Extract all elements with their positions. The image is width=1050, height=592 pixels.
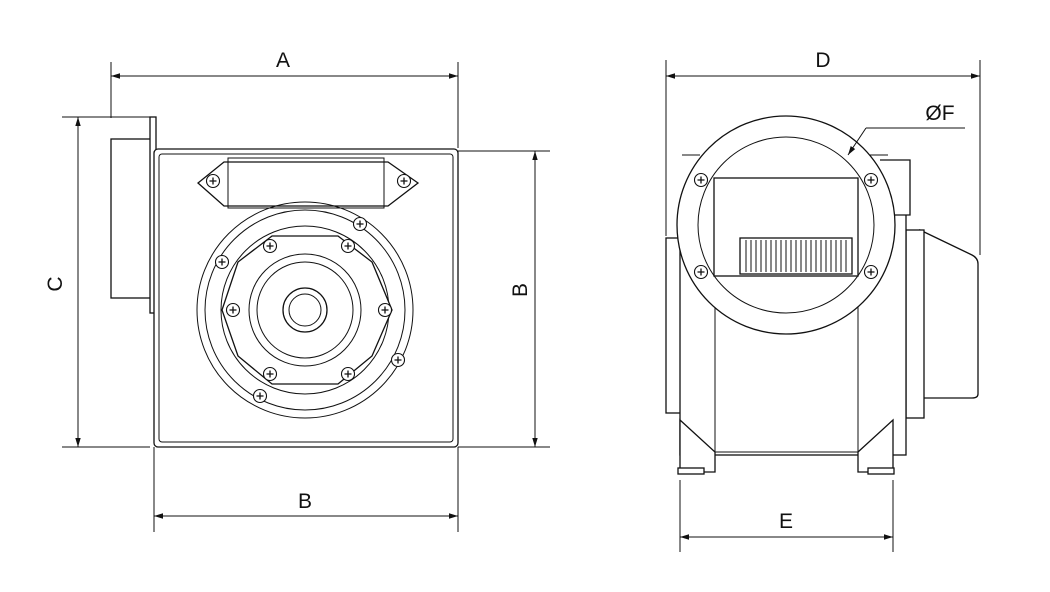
shaft (288, 293, 322, 327)
flange-screw (863, 172, 879, 188)
motor-screw (377, 302, 393, 318)
flange-screw (693, 172, 709, 188)
side-view (665, 115, 979, 475)
nameplate-inner (227, 157, 385, 209)
dim-f-label: ØF (925, 102, 954, 125)
foot-right (867, 467, 895, 475)
front-dimensions: A C B B (44, 49, 550, 532)
impeller-blades (745, 240, 847, 272)
shaft-boss (282, 287, 328, 333)
motor-screw (252, 388, 268, 404)
motor-screw (340, 238, 356, 254)
motor-screw (225, 302, 241, 318)
nameplate-screw-left (205, 173, 221, 189)
motor-screw (352, 216, 368, 232)
motor-screw (262, 238, 278, 254)
motor-screw (340, 366, 356, 382)
dim-f-leader (847, 127, 867, 156)
side-flange (110, 138, 155, 299)
front-housing-inner (158, 153, 454, 443)
foot-left (677, 467, 705, 475)
flange-screw (693, 264, 709, 280)
side-dimensions: D ØF E (665, 49, 981, 552)
outlet-duct (919, 228, 979, 399)
motor-screw (390, 352, 406, 368)
front-view (110, 116, 459, 448)
nameplate-screw-right (396, 173, 412, 189)
dim-b-bottom-label: B (298, 490, 312, 513)
dim-c-label: C (44, 276, 67, 291)
motor-screw (214, 254, 230, 270)
dim-d-label: D (815, 49, 830, 72)
flange-screw (863, 264, 879, 280)
inlet-opening (697, 136, 875, 314)
motor-ring-2 (204, 209, 406, 411)
motor-ring-outer (196, 201, 414, 419)
dim-b-side-label: B (509, 283, 532, 297)
dim-a-label: A (276, 49, 290, 72)
outlet-collar (905, 229, 925, 419)
nameplate (196, 161, 420, 207)
motor-hub-ring-inner (256, 261, 354, 359)
leg-left (679, 418, 716, 473)
dim-e-label: E (779, 510, 793, 533)
motor-screw (262, 366, 278, 382)
motor-hub-ring (248, 253, 362, 367)
